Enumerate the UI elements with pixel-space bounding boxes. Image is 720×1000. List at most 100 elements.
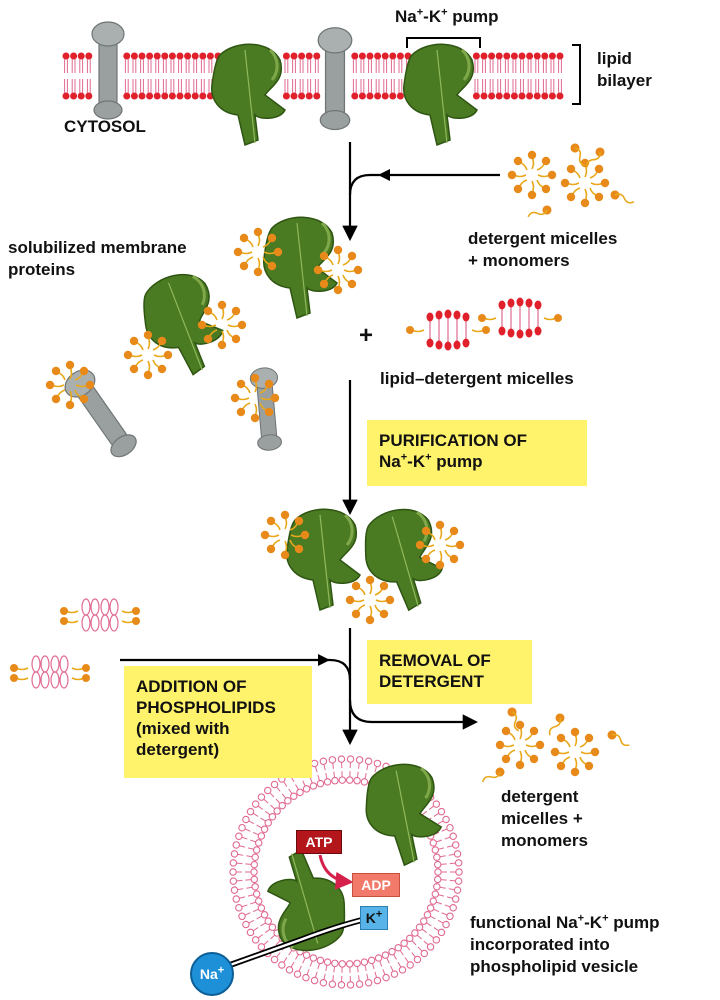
vesicle-lipid-head <box>264 819 272 827</box>
vesicle-lipid-tail <box>241 836 248 840</box>
lipid-tail <box>482 59 486 73</box>
vesicle-lipid-head <box>242 815 250 824</box>
vesicle-lipid-head <box>346 981 355 989</box>
lipid-head <box>488 52 496 60</box>
vesicle-lipid-head <box>232 895 241 903</box>
vesicle-lipid-head <box>433 875 442 884</box>
vesicle-lipid-tail <box>288 950 293 956</box>
vesicle-lipid-head <box>429 897 438 905</box>
cytosol-label: CYTOSOL <box>64 117 146 136</box>
vesicle-lipid-head <box>260 911 269 919</box>
lipid-tail <box>162 79 167 93</box>
vesicle-lipid-head <box>364 757 373 766</box>
detergent-bottom-label-line1: detergent <box>501 787 579 806</box>
vesicle-lipid-head <box>455 868 463 876</box>
lipid-head <box>510 52 518 60</box>
vesicle-lipid-tail <box>441 828 448 832</box>
lipid-tail <box>86 79 91 93</box>
gray-protein-middle <box>317 27 353 131</box>
vesicle-lipid-tail <box>430 915 436 920</box>
vesicle-lipid-head <box>423 911 432 919</box>
vesicle-lipid-tail <box>366 973 369 980</box>
vesicle-lipid-head <box>273 807 281 815</box>
vesicle-lipid-head <box>353 776 361 785</box>
vesicle-lipid-head <box>388 947 396 956</box>
vesicle-lipid-head <box>413 955 422 964</box>
lipid-tail <box>292 79 296 93</box>
lipid-head <box>541 92 549 100</box>
vesicle-lipid-tail <box>444 904 451 908</box>
vesicle-lipid-tail <box>448 853 455 856</box>
detergent-top-label-line1: detergent micelles <box>468 229 618 248</box>
vesicle-lipid-head <box>246 807 255 816</box>
vesicle-lipid-head <box>338 776 347 784</box>
lipid-bilayer <box>62 52 564 100</box>
lipid-head <box>123 52 131 60</box>
lipid-head <box>358 52 366 60</box>
vesicle-lipid-tail <box>379 960 383 967</box>
lipid-head <box>138 52 146 60</box>
lipid-tail <box>390 79 395 93</box>
lipid-tail <box>520 59 524 73</box>
vesicle-lipid-head <box>289 792 298 801</box>
vesicle-lipid-tail <box>252 812 259 817</box>
vesicle-lipid-head <box>270 780 279 789</box>
lipid-tail <box>170 79 175 93</box>
lipid-head <box>161 92 169 100</box>
vesicle-lipid-tail <box>372 963 375 970</box>
vesicle-lipid-tail <box>448 888 455 891</box>
vesicle-lipid-tail <box>417 946 423 952</box>
detergent-micelles-bottom <box>479 705 633 787</box>
lipid-head <box>533 52 541 60</box>
vesicle-lipid-tail <box>436 839 442 843</box>
vesicle-lipid-tail <box>411 940 417 946</box>
vesicle-lipid-head <box>246 928 255 937</box>
vesicle-lipid-head <box>453 886 462 894</box>
vesicle-lipid-tail <box>446 845 453 848</box>
arrow-detergent-out <box>348 699 479 730</box>
vesicle-lipid-tail <box>382 969 386 975</box>
vesicle-lipid-head <box>302 951 311 959</box>
vesicle-lipid-head <box>382 973 390 982</box>
vesicle-lipid-tail <box>302 780 306 787</box>
vesicle-lipid-tail <box>428 934 435 939</box>
vesicle-lipid-head <box>331 776 339 785</box>
addition-box: ADDITION OF PHOSPHOLIPIDS (mixed with de… <box>124 666 312 778</box>
vesicle-lipid-head <box>360 778 369 786</box>
vesicle-lipid-head <box>309 954 318 962</box>
vesicle-lipid-tail <box>252 831 259 836</box>
vesicle-lipid-tail <box>390 965 394 972</box>
lipid-head <box>85 92 93 100</box>
lipid-head <box>351 92 359 100</box>
solubilized-label-line1: solubilized membrane <box>8 238 187 257</box>
lipid-head <box>77 92 85 100</box>
vesicle-lipid-tail <box>436 901 442 905</box>
vesicle-lipid-tail <box>283 957 288 963</box>
lipid-head <box>541 52 549 60</box>
lipid-head <box>495 92 503 100</box>
vesicle-lipid-tail <box>252 927 259 932</box>
vesicle-lipid-head <box>449 904 457 912</box>
vesicle-lipid-head <box>400 939 408 948</box>
vesicle-lipid-tail <box>270 804 276 810</box>
vesicle-lipid-tail <box>358 762 360 769</box>
vesicle-lipid-head <box>309 782 318 790</box>
lipid-tail <box>193 79 198 93</box>
lipid-head <box>176 92 184 100</box>
vesicle-lipid-head <box>364 978 373 987</box>
lipid-tail <box>299 59 304 73</box>
vesicle-lipid-head <box>264 917 272 925</box>
vesicle-lipid-head <box>319 757 328 766</box>
lipid-head <box>282 52 290 60</box>
lipid-tail <box>558 59 562 73</box>
lipid-tail <box>170 59 175 73</box>
lipid-tail <box>474 79 479 93</box>
lipid-head <box>472 52 480 60</box>
vesicle-lipid-head <box>229 877 238 885</box>
detergent-top-label-line2: + monomers <box>468 251 570 270</box>
lipid-head <box>374 92 382 100</box>
vesicle-lipid-head <box>429 839 438 847</box>
vesicle-lipid-tail <box>317 963 320 970</box>
vesicle-lipid-tail <box>332 975 334 982</box>
